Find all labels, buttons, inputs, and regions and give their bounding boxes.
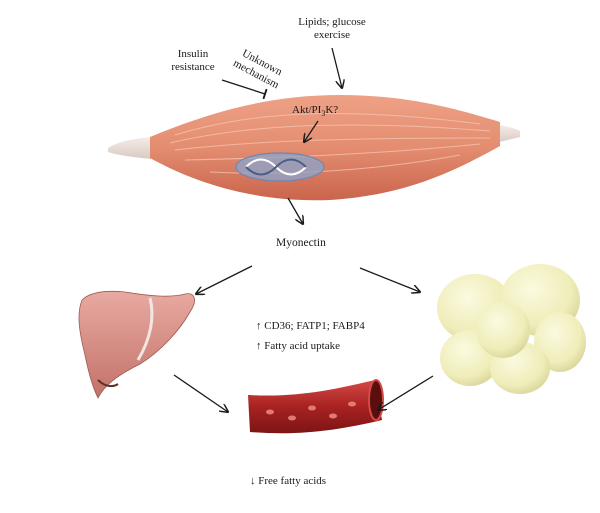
arrows	[173, 47, 434, 412]
adipocyte-cluster	[437, 264, 586, 394]
insulin-line-2: resistance	[171, 60, 215, 73]
muscle-illustration	[108, 95, 520, 201]
liver-illustration	[78, 290, 195, 399]
blood-vessel-illustration	[248, 379, 384, 434]
lipids-line-1: Lipids; glucose	[298, 16, 366, 28]
label-insulin-resistance: Insulin resistance	[162, 48, 224, 73]
adipocyte-6	[476, 302, 530, 358]
arrow-akt-to-nucleus	[304, 120, 319, 142]
label-myonectin: Myonectin	[276, 237, 326, 249]
dna-nucleus	[235, 152, 325, 182]
label-free-fatty-acids: ↓ Free fatty acids	[250, 475, 327, 487]
akt-prefix: Akt/PI	[292, 104, 322, 116]
label-fatty-acid-uptake: ↑ Fatty acid uptake	[256, 340, 341, 352]
arrow-liver-to-vessel	[173, 374, 228, 412]
arrow-myonectin-to-adipose	[359, 267, 420, 292]
liver-shape	[78, 290, 195, 399]
vessel-opening	[368, 379, 384, 421]
inhibit-insulin-to-mechanism	[221, 79, 268, 100]
insulin-line-1: Insulin	[177, 48, 209, 60]
muscle-tendon-left	[108, 136, 162, 160]
akt-subscript: 3	[321, 109, 326, 119]
liver-underside	[97, 379, 119, 388]
blood-cells	[266, 401, 356, 421]
arrow-muscle-to-myonectin	[287, 197, 303, 224]
lipids-line-2: exercise	[313, 28, 351, 41]
liver-ligament	[136, 297, 154, 361]
label-lipids-glucose-exercise: Lipids; glucose exercise	[292, 16, 372, 41]
akt-suffix: K?	[325, 104, 339, 116]
arrow-adipose-to-vessel	[378, 375, 434, 410]
nucleus-ellipse	[235, 152, 325, 182]
muscle-belly	[150, 95, 500, 201]
label-cd36-fatp1-fabp4: ↑ CD36; FATP1; FABP4	[256, 320, 365, 332]
label-akt-pi3k: Akt/PI3K?	[292, 104, 338, 118]
arrow-myonectin-to-liver	[196, 265, 253, 294]
dna-strand-b	[245, 158, 307, 176]
arrow-lipids-to-muscle	[331, 47, 342, 88]
